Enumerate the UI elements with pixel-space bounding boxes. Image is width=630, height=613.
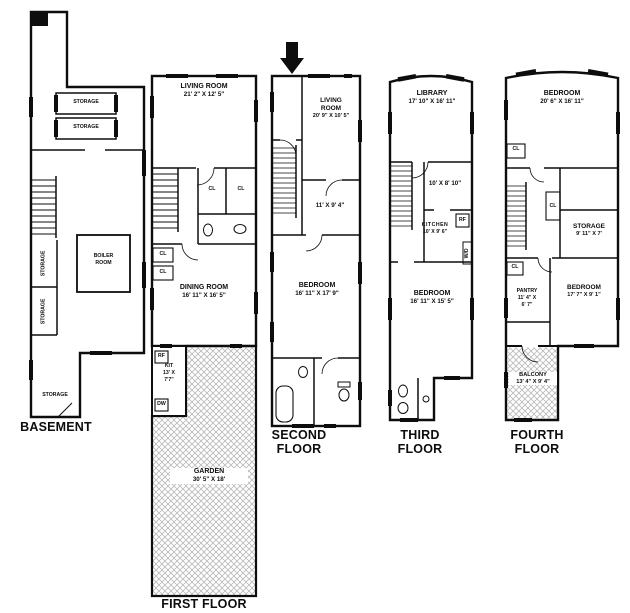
door-arc: [325, 179, 343, 197]
storage-label: STORAGE: [73, 124, 99, 130]
second-floor-stairs-icon: [273, 147, 296, 214]
door-arc: [529, 167, 545, 183]
fourth-floor-plan: [504, 68, 620, 422]
closet-box: [152, 265, 174, 281]
chimney-block: [31, 12, 48, 26]
unit-arrow-icon: [280, 42, 304, 74]
toilet-fixture: [338, 388, 350, 402]
closet-label: CL: [159, 269, 167, 275]
washer-dryer-label: W/D: [464, 248, 471, 259]
mid-room-label: 10' X 8' 10": [428, 180, 462, 187]
door-arc: [521, 345, 539, 363]
sink-fixture: [298, 366, 308, 378]
closet-label: CL: [208, 186, 216, 192]
fridge-label: RF: [459, 217, 466, 223]
bay-window-marks: [515, 68, 609, 78]
second-floor-outline: [270, 74, 362, 428]
closet-label: CL: [159, 251, 167, 257]
first-floor-stairs-icon: [153, 173, 178, 229]
fourth-floor-wall-marks: [504, 100, 620, 422]
first-floor-plan: [150, 74, 258, 598]
closet-bath-walls: [197, 168, 256, 244]
door-arc: [321, 357, 339, 375]
sink-fixture: [398, 384, 408, 398]
toilet-tank: [337, 381, 351, 388]
fridge-box: [154, 350, 169, 364]
door-arc: [196, 167, 215, 186]
door-arc: [305, 234, 323, 252]
second-floor-plan: [270, 42, 362, 428]
third-floor-outline: [388, 74, 474, 422]
basement-plan: [29, 10, 146, 419]
closet-label: CL: [237, 186, 245, 192]
door-arc: [181, 243, 199, 261]
fourth-floor-stairs-icon: [507, 185, 526, 247]
fridge-box: [455, 213, 470, 228]
third-floor-plan: [388, 73, 474, 422]
boiler-room-box: [76, 234, 131, 293]
storage-label: STORAGE: [42, 392, 68, 398]
tub-fixture: [275, 385, 294, 423]
storage-label: STORAGE: [73, 99, 99, 105]
closet-label: CL: [549, 203, 557, 209]
bay-window-marks: [397, 73, 465, 82]
dishwasher-label: DW: [157, 401, 166, 407]
third-floor-stairs-icon: [391, 165, 412, 227]
sink-fixture: [203, 223, 213, 237]
toilet-fixture: [397, 402, 409, 414]
storage-compartments: [31, 240, 58, 336]
mid-room-label: 11' X 9' 4": [315, 202, 345, 209]
closet-box: [506, 261, 524, 276]
closet-label: CL: [511, 264, 519, 270]
basement-outline: [29, 10, 146, 419]
closet-box: [506, 143, 526, 159]
first-floor-wall-marks: [150, 74, 258, 348]
basement-wall-marks: [29, 95, 146, 380]
basement-floor-title: BASEMENT: [20, 420, 92, 434]
second-floor-wall-marks: [270, 74, 362, 428]
closet-label: CL: [512, 146, 520, 152]
fridge-label: RF: [158, 353, 165, 359]
shower-drain: [422, 395, 430, 403]
washer-dryer-box: [462, 241, 473, 265]
door-leaf: [57, 402, 73, 418]
first-floor-outline: [150, 74, 258, 348]
first-floor-title: FIRST FLOOR: [161, 597, 247, 611]
closet-box: [152, 247, 174, 263]
storage-label-vertical: STORAGE: [40, 250, 47, 277]
toilet-fixture: [233, 224, 247, 234]
basement-stairs-icon: [32, 179, 56, 235]
storage-label-vertical: STORAGE: [40, 298, 47, 325]
dishwasher-box: [154, 398, 169, 412]
kitchen-box: [151, 345, 187, 417]
third-floor-wall-marks: [388, 112, 474, 422]
